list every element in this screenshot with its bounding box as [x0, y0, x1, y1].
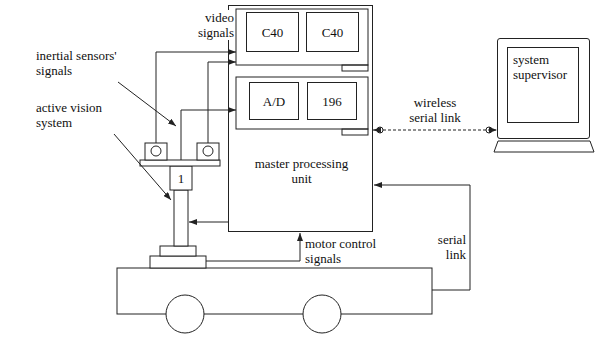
camera-lens [203, 146, 213, 156]
supervisor-monitor: system supervisor [497, 38, 590, 139]
io-board [236, 77, 368, 129]
node-text: C40 [322, 25, 344, 40]
motor-wire [189, 222, 228, 223]
signal-label: motor control signals [305, 236, 395, 266]
processor-chip: C40 [246, 12, 299, 52]
converter-chip: A/D [249, 82, 299, 120]
board-connector [342, 129, 368, 135]
head-base [160, 246, 196, 256]
wheel [166, 295, 204, 333]
node-text: C40 [262, 25, 284, 40]
edge-label: wireless serial link [399, 95, 471, 125]
keyboard [494, 141, 594, 152]
node-text: master processing unit [249, 156, 354, 186]
node-text: 196 [322, 94, 342, 109]
monitor-screen: system supervisor [507, 47, 579, 123]
video-wire [156, 52, 236, 143]
wireless-link [373, 130, 497, 131]
microcontroller-chip: 196 [307, 82, 357, 120]
callout-label: inertial sensors' signals [36, 48, 140, 78]
camera [197, 143, 219, 160]
inertial-unit [170, 166, 192, 190]
signal-label: video signals [176, 10, 234, 40]
processing-unit: master processing unit C40 C40A/D 196 [228, 5, 373, 232]
camera-bar [140, 160, 220, 166]
camera [145, 143, 167, 160]
callout-number: 1 [176, 171, 186, 186]
head-column [174, 190, 188, 246]
robot-body [117, 268, 432, 314]
head-platform [150, 256, 206, 268]
processor-board [236, 9, 368, 65]
node-text: A/D [263, 94, 285, 109]
node-text: system supervisor [513, 52, 575, 82]
wheel [303, 295, 341, 333]
board-connector [342, 65, 368, 71]
leader-line [114, 134, 171, 200]
camera-lens [151, 146, 161, 156]
motor-wire [206, 233, 300, 261]
signal-label: serial link [424, 232, 466, 262]
video-wire [208, 62, 236, 143]
leader-line [118, 82, 176, 126]
processor-chip: C40 [306, 12, 359, 52]
callout-label: active vision system [36, 100, 126, 130]
